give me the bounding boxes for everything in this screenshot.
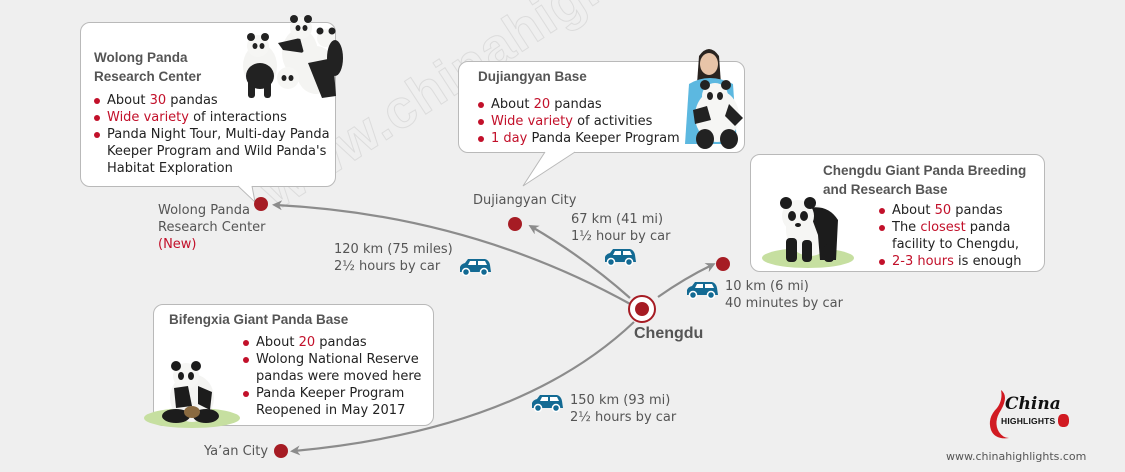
bullet-item: Panda Night Tour, Multi-day Panda Keeper… <box>92 126 332 177</box>
wolong-route-info: 120 km (75 miles) 2½ hours by car <box>334 242 453 274</box>
seal-icon <box>1058 414 1069 427</box>
dujiangyan-place-label: Dujiangyan City <box>473 193 577 208</box>
bifengxia-route-info: 150 km (93 mi) 2½ hours by car <box>570 393 677 425</box>
chengdu-hub-label: Chengdu <box>634 325 704 342</box>
panda-group-image <box>243 15 343 98</box>
bifengxia-bullet-list: About 20 pandas Wolong National Reserve … <box>241 334 431 419</box>
dujiangyan-route-info: 67 km (41 mi) 1½ hour by car <box>571 212 671 244</box>
car-icon <box>687 282 718 299</box>
dujiangyan-bullet-list: About 20 pandas Wide variety of activiti… <box>476 96 696 147</box>
car-icon <box>460 259 491 276</box>
wolong-card-title: Wolong Panda Research Center <box>94 50 202 84</box>
bullet-item: About 50 pandas <box>877 202 1037 219</box>
china-highlights-logo[interactable]: China HIGHLIGHTS <box>985 388 1080 440</box>
bullet-item: Wide variety of activities <box>476 113 696 130</box>
bullet-item: Wolong National Reserve pandas were move… <box>241 351 431 385</box>
woman-holding-panda-image <box>685 49 743 149</box>
bullet-item: 1 day Panda Keeper Program <box>476 130 696 147</box>
chengdu-base-bullet-list: About 50 pandas The closest panda facili… <box>877 202 1037 270</box>
standing-panda-image <box>762 197 854 268</box>
yaan-place-label: Ya’an City <box>204 444 269 459</box>
bullet-item: Panda Keeper Program Reopened in May 201… <box>241 385 431 419</box>
bullet-item: About 30 pandas <box>92 92 332 109</box>
chengdu-base-route-info: 10 km (6 mi) 40 minutes by car <box>725 279 843 311</box>
bullet-item: Wide variety of interactions <box>92 109 332 126</box>
car-icon <box>605 249 636 266</box>
brush-stroke-icon <box>989 390 1009 439</box>
bullet-item: The closest panda facility to Chengdu, <box>877 219 1037 253</box>
car-icon <box>532 395 563 412</box>
website-url[interactable]: www.chinahighlights.com <box>946 450 1087 463</box>
bullet-item: About 20 pandas <box>476 96 696 113</box>
chengdu-base-card-title: Chengdu Giant Panda Breeding and Researc… <box>823 163 1027 197</box>
wolong-place-label: Wolong Panda Research Center (New) <box>158 203 266 252</box>
chengdu-base-location-marker[interactable] <box>716 257 730 271</box>
bullet-item: 2-3 hours is enough <box>877 253 1037 270</box>
chengdu-hub-marker[interactable] <box>628 295 656 323</box>
sitting-panda-image <box>144 361 240 428</box>
wolong-bullet-list: About 30 pandas Wide variety of interact… <box>92 92 332 177</box>
bifengxia-card-title: Bifengxia Giant Panda Base <box>169 312 349 327</box>
wolong-location-marker[interactable] <box>254 197 268 211</box>
bullet-item: About 20 pandas <box>241 334 431 351</box>
dujiangyan-location-marker[interactable] <box>508 217 522 231</box>
yaan-location-marker[interactable] <box>274 444 288 458</box>
dujiangyan-card-title: Dujiangyan Base <box>478 69 587 84</box>
